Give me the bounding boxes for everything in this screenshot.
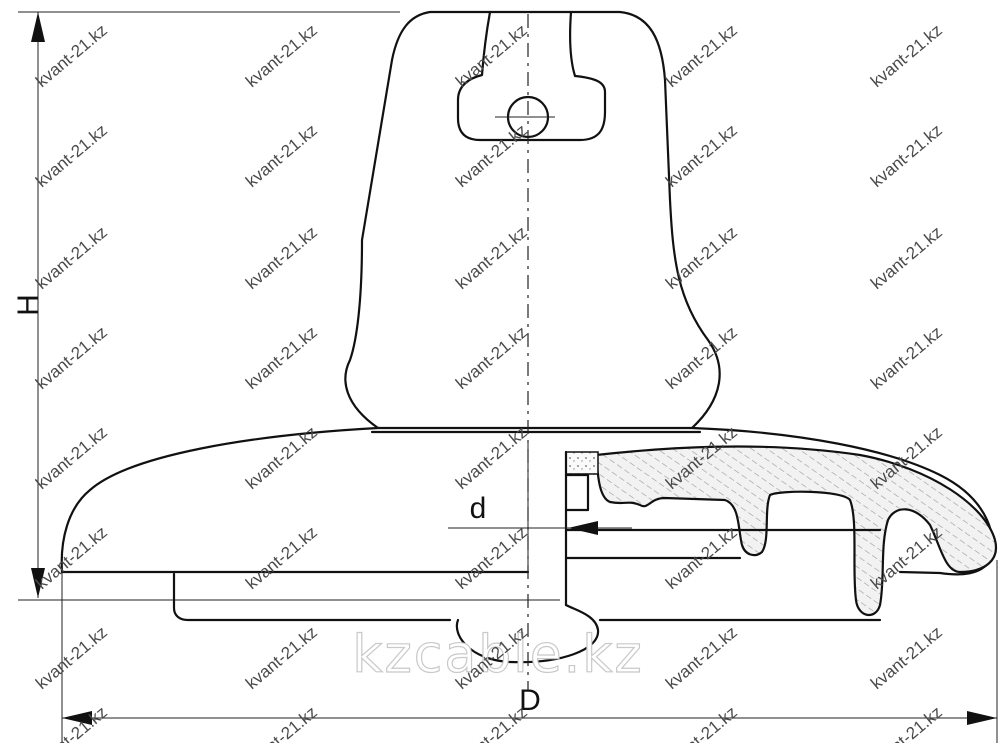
watermark-text: kvant-21.kz [242,423,321,493]
watermark-text: kvant-21.kz [452,121,531,191]
watermark-text: kvant-21.kz [452,423,531,493]
watermark-text: kvant-21.kz [662,703,741,743]
watermark-text: kvant-21.kz [867,323,946,393]
dimension-h: H [12,11,400,598]
insulator-section [455,445,998,664]
cement-fill [565,451,599,475]
watermark-text: kvant-21.kz [32,121,111,191]
watermark-text: kvant-21.kz [452,223,531,293]
watermark-text: kvant-21.kz [242,523,321,593]
watermark-text: kvant-21.kz [867,623,946,693]
arrow-right-icon [967,711,997,725]
watermark-text: kvant-21.kz [662,223,741,293]
watermark-text: kvant-21.kz [867,703,946,743]
watermark-text: kvant-21.kz [242,703,321,743]
watermark-text: kvant-21.kz [242,223,321,293]
watermark-text: kvant-21.kz [662,623,741,693]
brand-watermark: kzcable.kz [352,625,643,685]
arrow-left-icon [568,521,598,535]
pin-diameter-label: d [470,492,487,525]
watermark-text: kvant-21.kz [242,623,321,693]
watermark-text: kvant-21.kz [32,703,111,743]
dimension-pin: d [448,492,632,535]
watermark-text: kvant-21.kz [662,121,741,191]
arrow-down-icon [31,568,45,598]
arrow-up-icon [31,12,45,42]
watermark-text: kvant-21.kz [452,21,531,91]
watermark-text: kvant-21.kz [32,523,111,593]
watermark-text: kvant-21.kz [32,323,111,393]
watermark-text: kvant-21.kz [452,703,531,743]
watermark-text: kvant-21.kz [867,21,946,91]
watermark-text: kvant-21.kz [32,623,111,693]
watermark-text: kvant-21.kz [32,223,111,293]
watermark-text: kvant-21.kz [867,121,946,191]
watermark-text: kvant-21.kz [662,21,741,91]
diameter-label: D [519,684,541,717]
watermark-text: kvant-21.kz [242,121,321,191]
watermark-text: kvant-21.kz [867,223,946,293]
watermark-text: kvant-21.kz [452,523,531,593]
watermark-text: kvant-21.kz [242,21,321,91]
arrow-left-icon [62,711,92,725]
watermark-text: kvant-21.kz [662,323,741,393]
height-label: H [12,294,45,316]
dimension-d: D [61,560,998,743]
insulator-shed [60,426,994,622]
watermark-text: kvant-21.kz [242,323,321,393]
watermark-text: kvant-21.kz [452,323,531,393]
watermark-text: kvant-21.kz [32,21,111,91]
